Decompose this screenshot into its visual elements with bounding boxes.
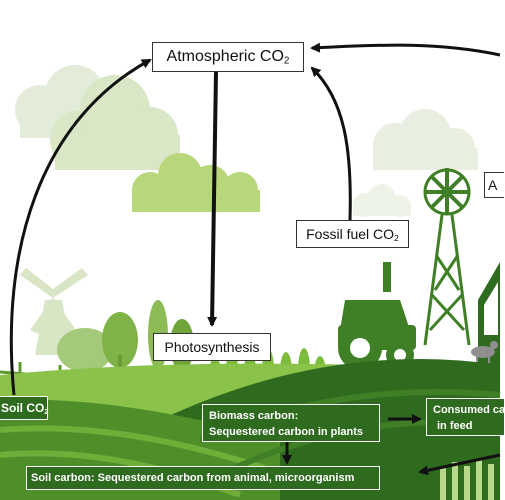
soil-co2-label: Soil CO2	[0, 396, 48, 420]
goat-icon	[471, 341, 498, 363]
arrow-right-to-atmosphere	[310, 42, 501, 57]
cloud-right	[373, 109, 478, 170]
arrow-soil-to-atmosphere	[9, 58, 152, 396]
windmill-right-icon	[423, 168, 471, 346]
arrows	[9, 42, 501, 476]
partial-box-right: A	[484, 172, 504, 198]
cloud-large	[50, 75, 180, 170]
tractor-icon	[338, 262, 416, 370]
arrow-fossil-to-atmosphere	[310, 66, 352, 221]
arrow-right-to-soil-carbon	[418, 453, 501, 476]
arrow-atmosphere-to-photosynthesis	[207, 71, 218, 327]
soil-carbon-label: Soil carbon: Sequestered carbon from ani…	[26, 466, 380, 490]
cloud-green-center	[132, 153, 260, 212]
photosynthesis-label: Photosynthesis	[153, 333, 271, 361]
biomass-carbon-label: Biomass carbon: Sequestered carbon in pl…	[202, 404, 380, 442]
fossil-fuel-co2-label: Fossil fuel CO2	[296, 220, 409, 248]
cloud-small-right	[353, 184, 411, 217]
consumed-carbon-label: Consumed ca in feed	[426, 398, 505, 436]
crops-bottom-right	[440, 460, 494, 500]
atmospheric-co2-label: Atmospheric CO2	[152, 42, 304, 72]
